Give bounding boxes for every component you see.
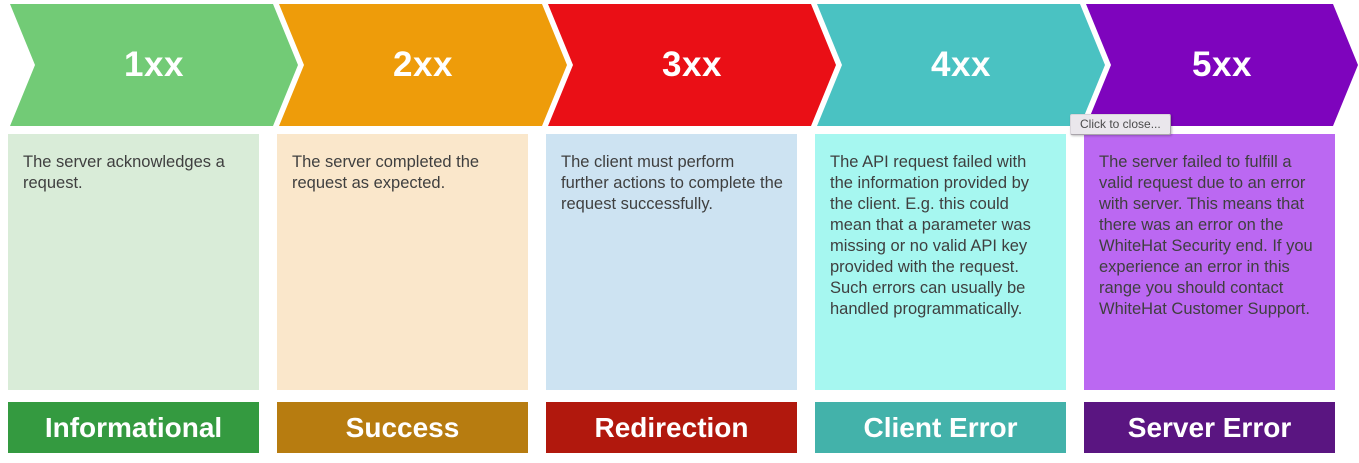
category-label-server-error: Server Error <box>1127 411 1292 443</box>
category-label-success: Success <box>345 411 460 443</box>
description-text-4xx: The API request failed with the informat… <box>830 153 1031 318</box>
description-box-3xx[interactable]: The client must perform further actions … <box>546 134 797 390</box>
description-text-5xx: The server failed to fulfill a valid req… <box>1099 153 1313 318</box>
chevron-3xx[interactable]: 3xx <box>548 4 836 126</box>
description-text-3xx: The client must perform further actions … <box>561 153 783 213</box>
category-label-client-error: Client Error <box>863 411 1018 443</box>
chevron-4xx-label: 4xx <box>931 45 991 84</box>
description-text-1xx: The server acknowledges a request. <box>23 153 225 192</box>
chevron-4xx[interactable]: 4xx <box>817 4 1105 126</box>
category-label-informational: Informational <box>44 411 223 443</box>
category-label-redirection: Redirection <box>594 411 749 443</box>
chevron-1xx[interactable]: 1xx <box>10 4 298 126</box>
chevron-3xx-label: 3xx <box>662 45 722 84</box>
chevron-2xx[interactable]: 2xx <box>279 4 567 126</box>
chevron-1xx-label: 1xx <box>124 45 184 84</box>
category-bar-client-error[interactable]: Client Error <box>815 402 1066 453</box>
description-box-5xx[interactable]: The server failed to fulfill a valid req… <box>1084 134 1335 390</box>
chevron-5xx-label: 5xx <box>1192 45 1252 84</box>
category-bar-informational[interactable]: Informational <box>8 402 259 453</box>
category-bar-server-error[interactable]: Server Error <box>1084 402 1335 453</box>
tooltip: Click to close... <box>1070 114 1171 135</box>
chevron-5xx[interactable]: 5xx <box>1086 4 1358 126</box>
description-box-2xx[interactable]: The server completed the request as expe… <box>277 134 528 390</box>
description-box-4xx[interactable]: The API request failed with the informat… <box>815 134 1066 390</box>
chevron-2xx-label: 2xx <box>393 45 453 84</box>
category-bar-success[interactable]: Success <box>277 402 528 453</box>
description-text-2xx: The server completed the request as expe… <box>292 153 480 192</box>
tooltip-text: Click to close... <box>1080 117 1161 131</box>
category-bar-redirection[interactable]: Redirection <box>546 402 797 453</box>
description-box-1xx[interactable]: The server acknowledges a request. <box>8 134 259 390</box>
